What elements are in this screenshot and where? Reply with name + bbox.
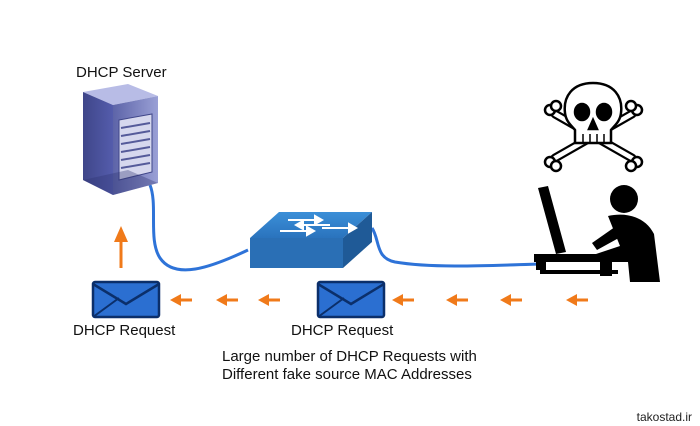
arrow-icon xyxy=(566,294,588,306)
caption: Large number of DHCP Requests with Diffe… xyxy=(222,348,477,384)
arrow-icon xyxy=(170,294,192,306)
cable-server-to-switch xyxy=(148,184,249,272)
arrow-icon xyxy=(500,294,522,306)
arrow-icon xyxy=(216,294,238,306)
caption-line-1: Large number of DHCP Requests with xyxy=(222,348,477,365)
cable-switch-to-attacker xyxy=(370,227,541,268)
middle-request-label: DHCP Request xyxy=(291,322,394,339)
network-switch-icon xyxy=(250,212,372,268)
arrow-icon xyxy=(258,294,280,306)
arrow-up-to-server-icon xyxy=(114,226,128,268)
middle-envelope-icon xyxy=(316,280,386,319)
left-request-label: DHCP Request xyxy=(73,322,176,339)
skull-and-crossbones-icon xyxy=(543,81,644,173)
watermark: takostad.ir xyxy=(636,410,692,424)
arrow-icon xyxy=(446,294,468,306)
request-flow-arrows xyxy=(114,226,588,306)
caption-line-2: Different fake source MAC Addresses xyxy=(222,366,472,383)
arrow-icon xyxy=(392,294,414,306)
server-tower-icon xyxy=(83,84,158,195)
server-label: DHCP Server xyxy=(76,64,167,81)
left-envelope-icon xyxy=(91,280,161,319)
person-at-computer-icon xyxy=(534,185,660,282)
